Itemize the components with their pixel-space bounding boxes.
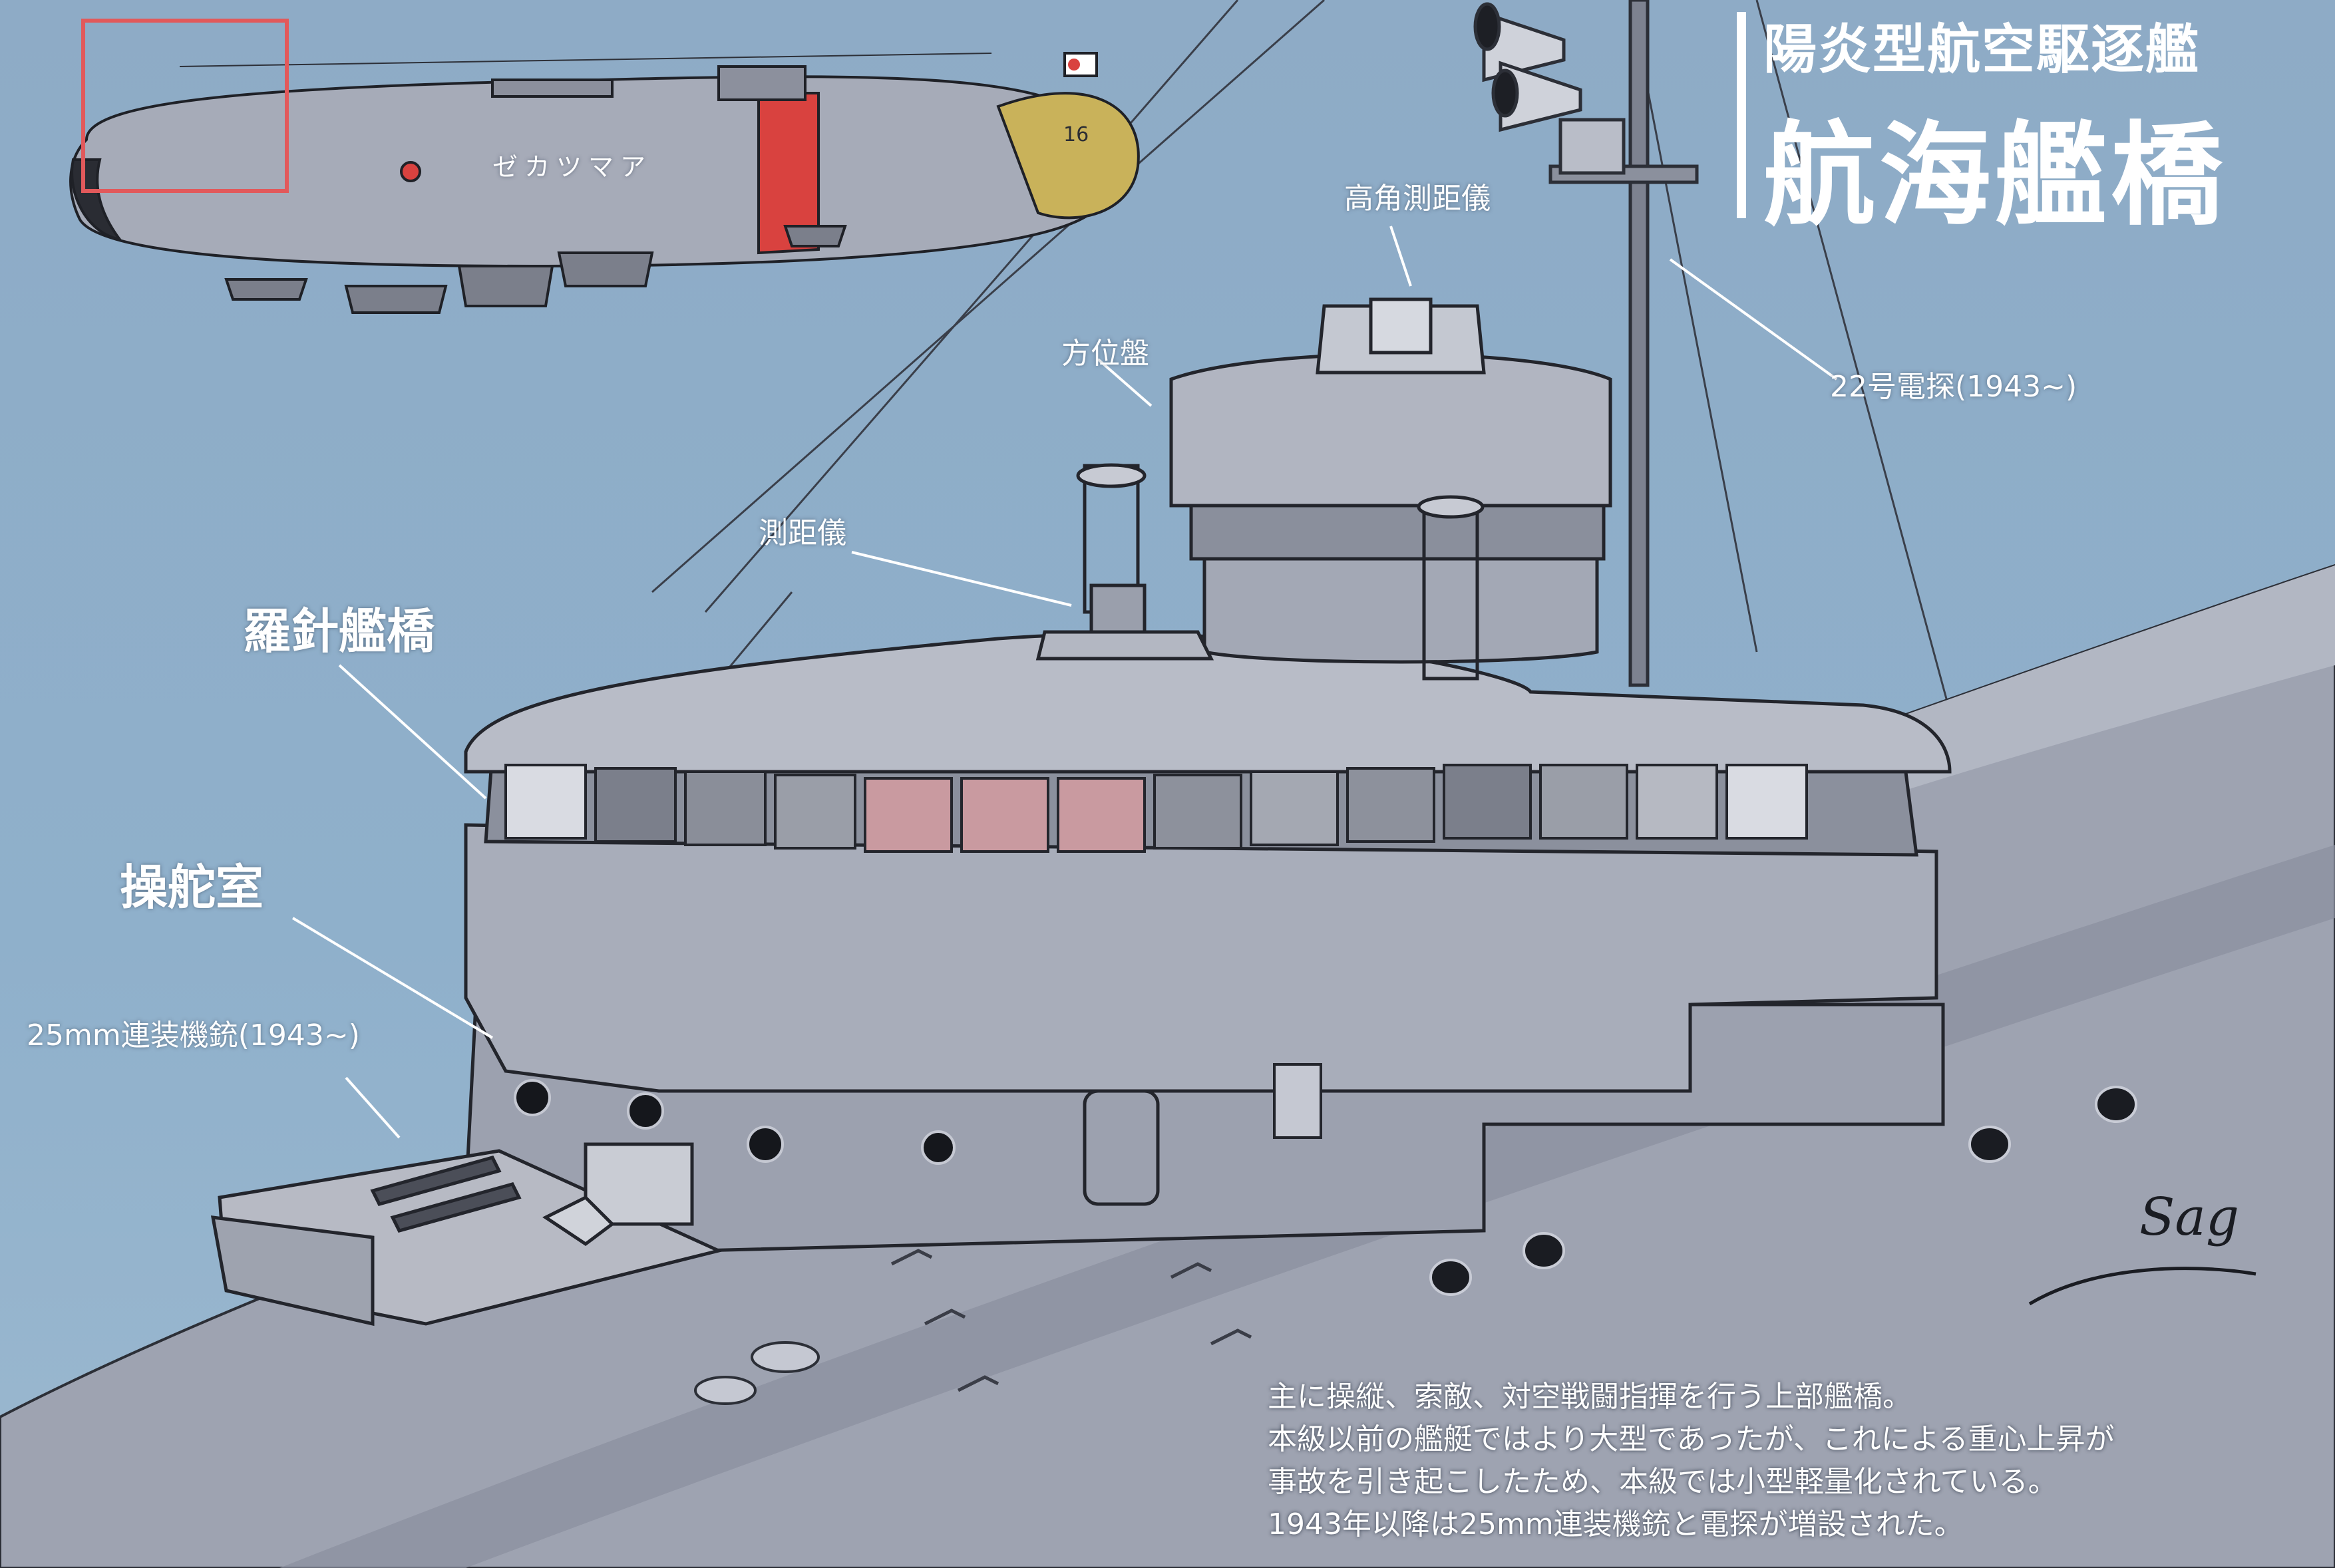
deck-fittings <box>890 1189 1252 1392</box>
hinomaru-icon <box>400 161 421 182</box>
mg-platform <box>210 1142 724 1327</box>
label-twin-mg: 25mm連装機銃(1943~) <box>27 1019 360 1052</box>
signal-ladder <box>1417 495 1485 681</box>
label-compass-bridge: 羅針艦橋 <box>243 603 435 659</box>
bridge-portholes <box>514 1079 956 1165</box>
deck-vent <box>694 1376 757 1405</box>
artist-signature: Sag <box>2139 1187 2239 1247</box>
hull-marking: ゼカツマア <box>492 152 653 182</box>
title-subtitle: 陽炎型航空駆逐艦 <box>1763 19 2200 80</box>
description-line: 1943年以降は25mm連装機銃と電探が増設された。 <box>1268 1507 1964 1541</box>
label-rangefinder-high-angle: 高角測距儀 <box>1344 182 1491 216</box>
title-bar <box>1737 12 1746 218</box>
bridge-door <box>1083 1089 1160 1206</box>
inset-highlight-frame <box>81 19 289 193</box>
label-radar-22: 22号電探(1943~) <box>1830 370 2077 404</box>
description-line: 主に操縦、索敵、対空戦闘指揮を行う上部艦橋。 <box>1268 1380 1912 1414</box>
description-line: 事故を引き起こしたため、本級では小型軽量化されている。 <box>1268 1465 2058 1499</box>
label-wheelhouse: 操舵室 <box>120 860 264 915</box>
leader-lines <box>291 226 1838 1139</box>
deck-vent <box>751 1341 820 1373</box>
title-block: 陽炎型航空駆逐艦 航海艦橋 <box>1737 7 2329 241</box>
title-main: 航海艦橋 <box>1763 110 2227 241</box>
bridge-windows <box>504 764 1808 853</box>
label-rangefinder: 測距儀 <box>759 516 846 550</box>
rangefinder <box>1035 463 1214 661</box>
signature-flourish <box>2028 1267 2256 1306</box>
director-tower <box>1169 297 1612 664</box>
tail-number: 16 <box>1063 123 1089 146</box>
mast <box>1473 0 1699 687</box>
bridge-vent-grille <box>1273 1063 1322 1139</box>
description-text: 主に操縦、索敵、対空戦闘指揮を行う上部艦橋。 本級以前の艦艇ではより大型であった… <box>1268 1376 2319 1546</box>
description-line: 本級以前の艦艇ではより大型であったが、これによる重心上昇が <box>1268 1422 2115 1456</box>
label-azimuth-board: 方位盤 <box>1061 337 1149 371</box>
